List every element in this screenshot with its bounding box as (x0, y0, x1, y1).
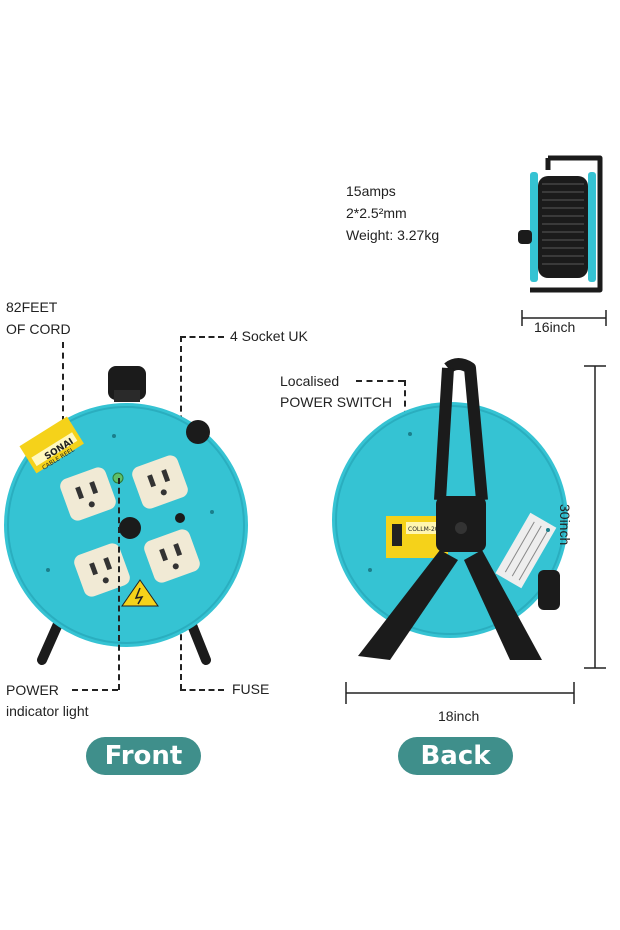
width-label: 18inch (438, 708, 480, 724)
power-indicator-line1: POWER (6, 682, 59, 698)
front-view-reel-image: SONAI CABLE REEL (4, 366, 248, 665)
cord-length-line1: 82FEET (6, 299, 58, 315)
power-switch-line2: POWER SWITCH (280, 394, 392, 410)
sockets-label: 4 Socket UK (230, 328, 308, 344)
sockets-callout-h (180, 336, 224, 338)
spec-current: 15amps (346, 183, 396, 199)
power-switch-line1: Localised (280, 373, 340, 389)
height-label: 30inch (557, 504, 573, 546)
side-width-label: 16inch (534, 319, 576, 335)
fuse-label: FUSE (232, 681, 270, 697)
cord-length-line2: OF CORD (6, 321, 71, 337)
spec-cable: 2*2.5²mm (346, 205, 407, 221)
side-view-reel-image (518, 155, 603, 293)
height-dimension-line (584, 365, 606, 669)
power-callout-v (118, 478, 120, 690)
specs-block: 15amps 2*2.5²mm Weight: 3.27kg (346, 180, 439, 246)
width-dimension-line (345, 682, 575, 704)
fuse-callout-h (180, 689, 224, 691)
spec-sticker-text: COLLM-20 (408, 526, 439, 533)
switch-callout-h (356, 380, 404, 382)
power-callout-h (72, 689, 118, 691)
power-switch-label: Localised POWER SWITCH (280, 371, 392, 413)
front-view-badge: Front (86, 737, 201, 775)
back-view-reel-image: COLLM-20 (332, 358, 568, 660)
side-width-dimension-line (521, 310, 607, 326)
cord-callout-line (62, 342, 64, 422)
back-view-badge: Back (398, 737, 513, 775)
spec-weight: Weight: 3.27kg (346, 227, 440, 243)
cord-length-label: 82FEET OF CORD (6, 296, 71, 340)
power-indicator-label: POWER indicator light (6, 680, 89, 722)
power-indicator-line2: indicator light (6, 703, 89, 719)
